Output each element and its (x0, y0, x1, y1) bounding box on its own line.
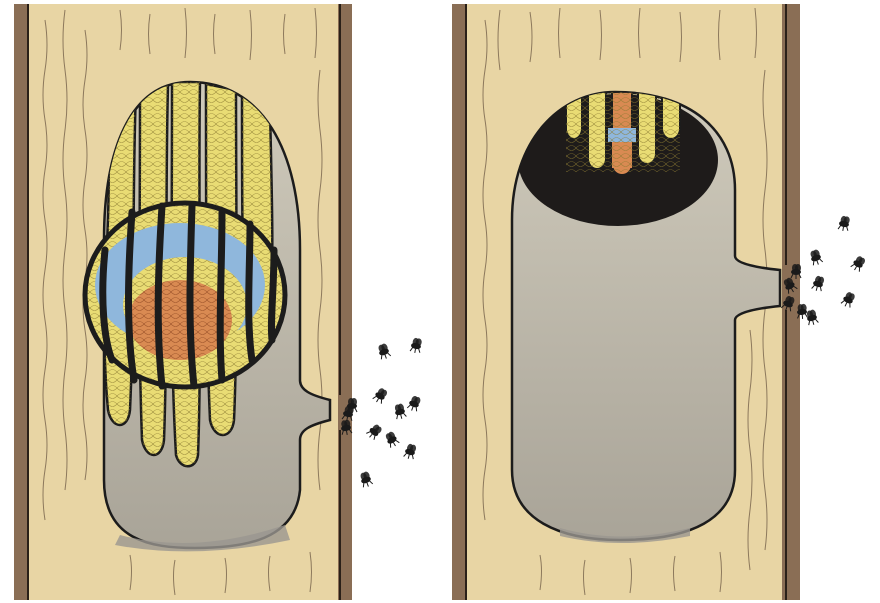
bee-icon (403, 443, 417, 460)
bee-icon (407, 395, 422, 413)
bee-icon (366, 423, 383, 441)
bee-icon (393, 403, 407, 420)
bee-icon (377, 343, 392, 361)
bee-icon (809, 249, 824, 267)
bee-icon (410, 337, 422, 354)
bee-icon (850, 255, 866, 273)
bee-icon (359, 471, 374, 489)
bee-icon (384, 431, 400, 449)
bee-icon (841, 291, 856, 309)
bee-icon (811, 275, 825, 292)
left-brood-cutaway (85, 203, 285, 387)
bee-icon (838, 215, 850, 232)
left-bees (340, 337, 423, 488)
bee-icon (372, 387, 388, 405)
cutaway-comb-divisions (103, 206, 274, 386)
